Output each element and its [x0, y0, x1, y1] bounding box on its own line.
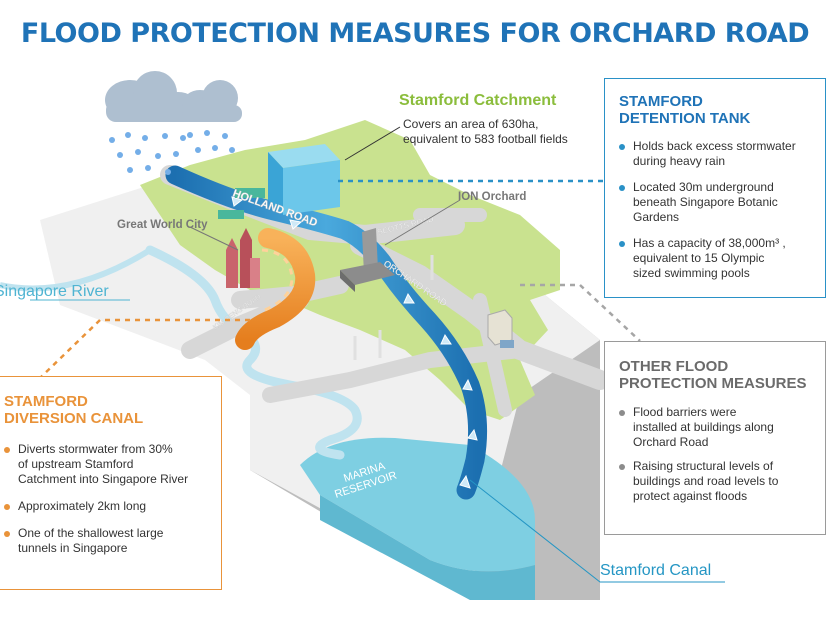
- list-item-line: tunnels in Singapore: [18, 541, 128, 555]
- list-item-line: sized swimming pools: [633, 266, 750, 280]
- flow-arrows: [231, 196, 478, 489]
- list-item: Raising structural levels of buildings a…: [619, 459, 813, 504]
- other-measures-title: OTHER FLOOD PROTECTION MEASURES: [619, 358, 813, 392]
- list-item-line: Gardens: [633, 210, 680, 224]
- panel-title-line: DIVERSION CANAL: [4, 410, 144, 427]
- diversion-canal-title: STAMFORD DIVERSION CANAL: [4, 393, 211, 427]
- detention-tank-title: STAMFORD DETENTION TANK: [619, 93, 813, 127]
- detention-tank-list: Holds back excess stormwater during heav…: [619, 139, 813, 281]
- bullet-icon: [4, 504, 10, 510]
- list-item: Located 30m underground beneath Singapor…: [619, 180, 813, 225]
- bullet-icon: [619, 144, 625, 150]
- list-item-line: equivalent to 15 Olympic: [633, 251, 765, 265]
- cloud-rain-icon: [105, 71, 198, 175]
- list-item: One of the shallowest large tunnels in S…: [4, 526, 211, 556]
- list-item-line: Located 30m underground: [633, 180, 774, 194]
- list-item: Flood barriers were installed at buildin…: [619, 405, 813, 450]
- detention-tank-cube-icon: [268, 144, 340, 215]
- panel-title-line: OTHER FLOOD: [619, 358, 729, 375]
- page-title: FLOOD PROTECTION MEASURES FOR ORCHARD RO…: [20, 18, 810, 49]
- bullet-icon: [619, 464, 625, 470]
- list-item: Holds back excess stormwater during heav…: [619, 139, 813, 169]
- bullet-icon: [619, 241, 625, 247]
- list-item-line: Approximately 2km long: [18, 499, 147, 513]
- stamford-catchment-label: Stamford Catchment: [399, 92, 557, 109]
- bullet-icon: [4, 531, 10, 537]
- great-world-city-label: Great World City: [117, 219, 208, 231]
- bullet-icon: [619, 410, 625, 416]
- list-item-line: protect against floods: [633, 489, 748, 503]
- catchment-desc-line: Covers an area of 630ha,: [403, 117, 539, 131]
- list-item-line: Orchard Road: [633, 435, 709, 449]
- list-item-line: during heavy rain: [633, 154, 726, 168]
- stamford-canal: [165, 165, 488, 500]
- list-item: Diverts stormwater from 30% of upstream …: [4, 442, 211, 487]
- diversion-canal-panel: STAMFORD DIVERSION CANAL Diverts stormwa…: [0, 376, 222, 590]
- stamford-canal-label: Stamford Canal: [600, 562, 712, 579]
- list-item-line: Flood barriers were: [633, 405, 737, 419]
- cloud-rain-icon: [182, 80, 242, 153]
- list-item-line: Holds back excess stormwater: [633, 139, 796, 153]
- catchment-desc-line: equivalent to 583 football fields: [403, 132, 568, 146]
- list-item: Has a capacity of 38,000m³ , equivalent …: [619, 236, 813, 281]
- other-measures-panel: OTHER FLOOD PROTECTION MEASURES Flood ba…: [604, 341, 826, 535]
- panel-title-line: STAMFORD: [619, 93, 703, 110]
- singapore-river-label: Singapore River: [0, 283, 109, 300]
- diversion-canal-list: Diverts stormwater from 30% of upstream …: [4, 442, 211, 556]
- list-item: Approximately 2km long: [4, 499, 211, 514]
- bullet-icon: [619, 185, 625, 191]
- panel-title-line: STAMFORD: [4, 393, 88, 410]
- bullet-icon: [4, 447, 10, 453]
- great-world-city-building: [226, 228, 260, 288]
- list-item-line: buildings and road levels to: [633, 474, 779, 488]
- building-icon: [340, 228, 395, 292]
- singapore-river: [145, 245, 362, 460]
- ion-orchard-label: ION Orchard: [458, 191, 527, 203]
- list-item-line: One of the shallowest large: [18, 526, 164, 540]
- list-item-line: installed at buildings along: [633, 420, 774, 434]
- panel-title-line: PROTECTION MEASURES: [619, 375, 807, 392]
- list-item-line: Raising structural levels of: [633, 459, 774, 473]
- panel-title-line: DETENTION TANK: [619, 110, 751, 127]
- list-item-line: Diverts stormwater from 30%: [18, 442, 173, 456]
- roads: [160, 165, 610, 417]
- other-measures-list: Flood barriers were installed at buildin…: [619, 405, 813, 504]
- list-item-line: beneath Singapore Botanic: [633, 195, 778, 209]
- detention-tank-panel: STAMFORD DETENTION TANK Holds back exces…: [604, 78, 826, 298]
- list-item-line: Catchment into Singapore River: [18, 472, 189, 486]
- list-item-line: of upstream Stamford: [18, 457, 134, 471]
- list-item-line: Has a capacity of 38,000m³ ,: [633, 236, 786, 250]
- stamford-diversion-canal: [235, 228, 316, 350]
- stamford-catchment-description: Covers an area of 630ha, equivalent to 5…: [403, 117, 568, 147]
